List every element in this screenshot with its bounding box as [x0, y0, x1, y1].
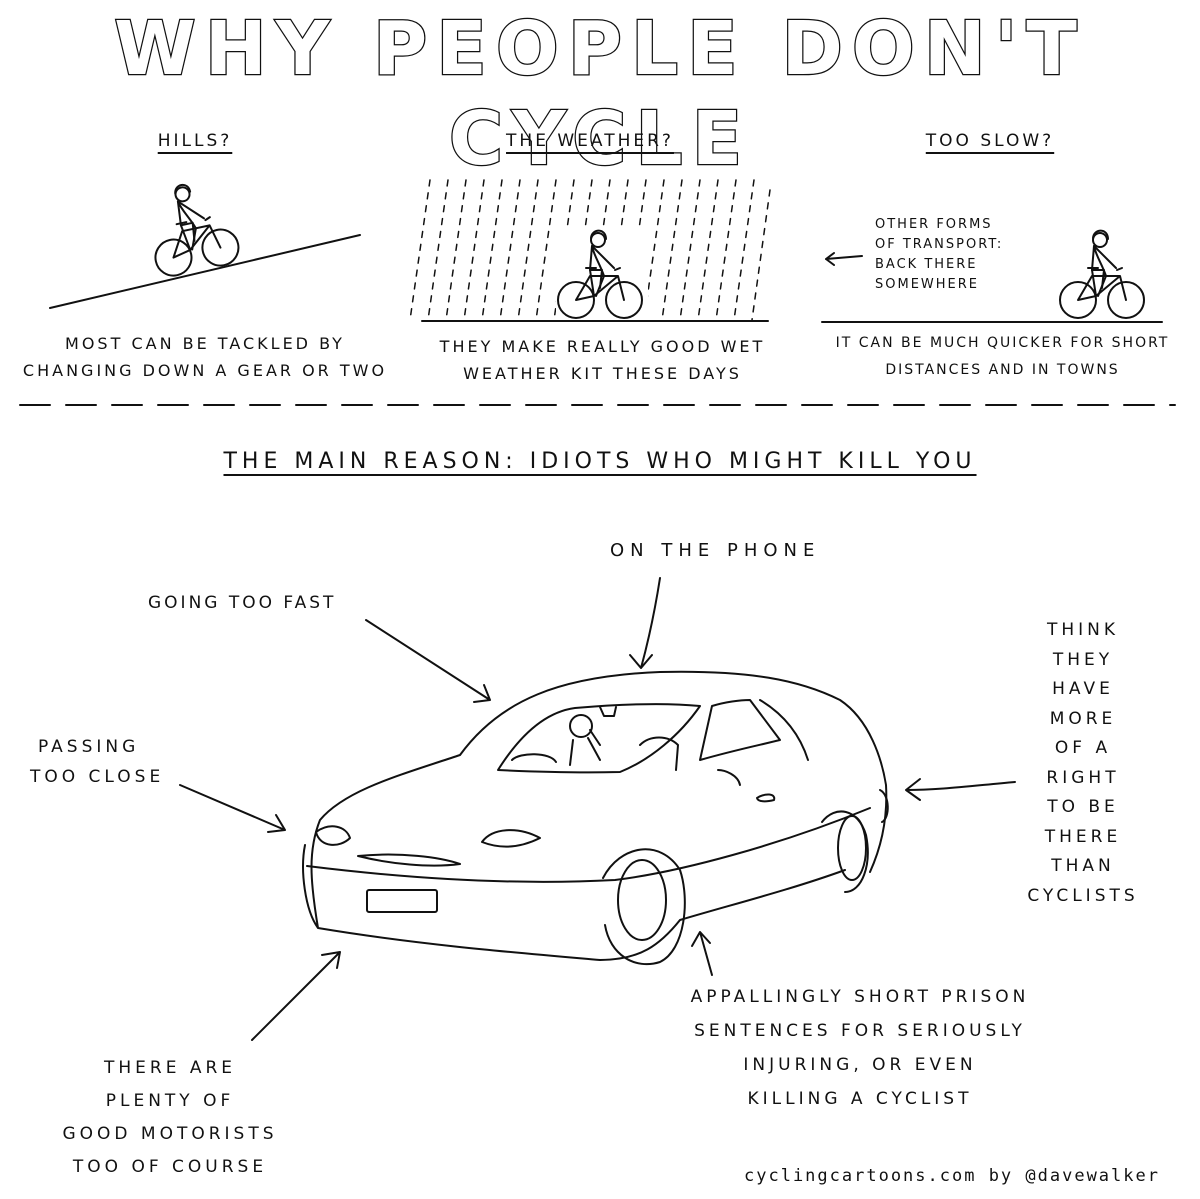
- heading-weather: THE WEATHER?: [506, 131, 674, 151]
- caption-hills-line: CHANGING DOWN A GEAR OR TWO: [22, 361, 388, 380]
- hill-illustration: [49, 174, 361, 309]
- label-line: HAVE: [1052, 679, 1114, 699]
- hill-cyclist: [140, 174, 243, 280]
- page-title: WHY PEOPLE DON'T CYCLE: [113, 5, 1086, 184]
- label-prison-sentences: APPALLINGLY SHORT PRISON SENTENCES FOR S…: [675, 980, 1045, 1116]
- label-line: THINK: [1046, 620, 1120, 640]
- note-other-transport: OTHER FORMS OF TRANSPORT: BACK THERE SOM…: [875, 215, 1003, 295]
- caption-weather-line: THEY MAKE REALLY GOOD WET: [439, 337, 766, 356]
- main-reason-heading: THE MAIN REASON: IDIOTS WHO MIGHT KILL Y…: [223, 449, 977, 474]
- label-good-motorists: THERE ARE PLENTY OF GOOD MOTORISTS TOO O…: [40, 1052, 300, 1184]
- label-line: RIGHT: [1046, 767, 1120, 788]
- note-line: OTHER FORMS: [875, 217, 993, 232]
- label-line: THAN: [1051, 856, 1115, 876]
- label-line: PASSING: [38, 737, 140, 757]
- note-line: OF TRANSPORT:: [875, 237, 1004, 252]
- annotation-arrows: [179, 577, 1016, 1041]
- credit-line: cyclingcartoons.com by @davewalker: [744, 1166, 1160, 1186]
- label-passing-too-close: PASSING TOO CLOSE: [30, 732, 164, 792]
- label-line: KILLING A CYCLIST: [747, 1089, 973, 1109]
- label-line: TOO OF COURSE: [72, 1157, 268, 1177]
- caption-hills: MOST CAN BE TACKLED BY CHANGING DOWN A G…: [10, 330, 400, 384]
- label-line: MORE: [1049, 708, 1117, 729]
- caption-hills-line: MOST CAN BE TACKLED BY: [65, 334, 345, 353]
- label-line: THERE ARE: [103, 1058, 237, 1078]
- slow-illustration: [821, 229, 1163, 323]
- label-line: THERE: [1044, 826, 1122, 847]
- label-line: INJURING, OR EVEN: [743, 1055, 977, 1075]
- label-line: APPALLINGLY SHORT PRISON: [690, 987, 1030, 1007]
- caption-too-slow-line: DISTANCES AND IN TOWNS: [885, 362, 1120, 378]
- label-line: PLENTY OF: [105, 1091, 235, 1111]
- slow-cyclist: [1059, 229, 1145, 319]
- heading-hills: HILLS?: [157, 131, 233, 151]
- caption-weather: THEY MAKE REALLY GOOD WET WEATHER KIT TH…: [405, 333, 800, 387]
- label-think-they-have-right: THINK THEY HAVE MORE OF A RIGHT TO BE TH…: [1018, 616, 1148, 911]
- label-line: TOO CLOSE: [30, 767, 165, 787]
- label-line: GOOD MOTORISTS: [62, 1124, 278, 1144]
- label-line: SENTENCES FOR SERIOUSLY: [694, 1021, 1026, 1041]
- label-line: OF A: [1054, 738, 1112, 758]
- label-going-too-fast: GOING TOO FAST: [148, 593, 337, 613]
- caption-too-slow: IT CAN BE MUCH QUICKER FOR SHORT DISTANC…: [815, 330, 1190, 384]
- heading-too-slow: TOO SLOW?: [925, 131, 1055, 151]
- note-line: SOMEWHERE: [875, 277, 980, 292]
- label-line: CYCLISTS: [1027, 885, 1139, 906]
- caption-weather-line: WEATHER KIT THESE DAYS: [463, 364, 742, 383]
- car-illustration: [302, 670, 889, 966]
- label-on-the-phone: ON THE PHONE: [610, 540, 821, 561]
- label-line: TO BE: [1047, 797, 1119, 817]
- weather-ground-and-cyclist: [421, 229, 769, 322]
- label-line: THEY: [1052, 649, 1114, 670]
- caption-too-slow-line: IT CAN BE MUCH QUICKER FOR SHORT: [835, 335, 1170, 351]
- note-line: BACK THERE: [875, 257, 978, 272]
